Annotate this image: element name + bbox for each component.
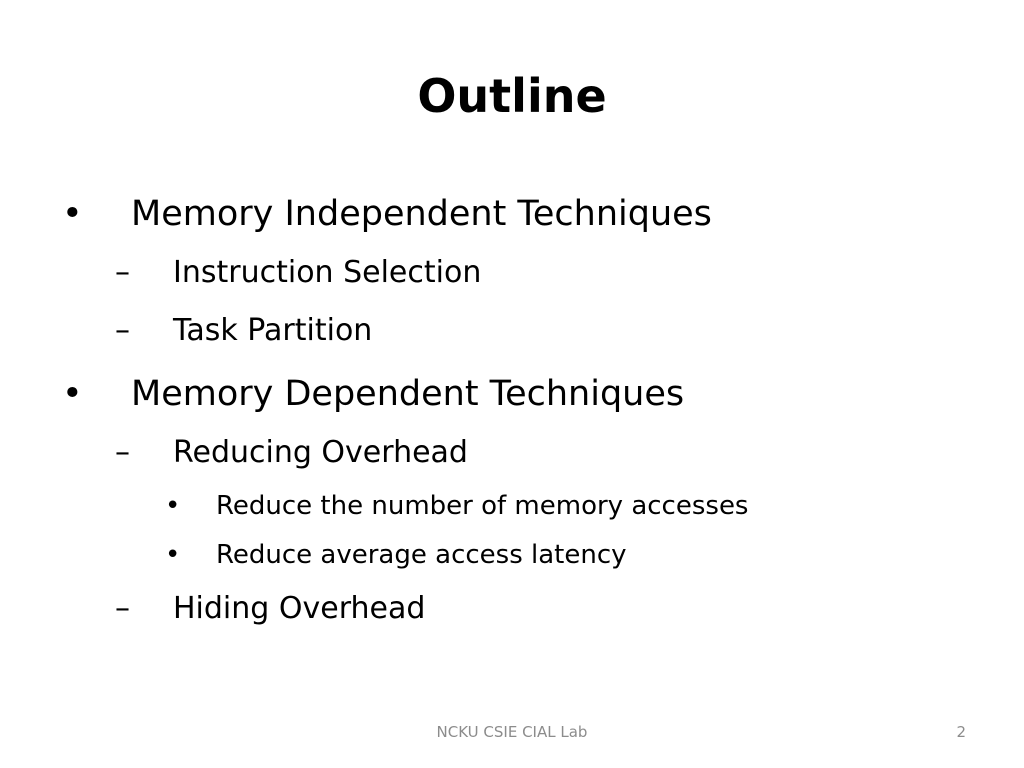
bullet-text-reduce-memory-accesses: Reduce the number of memory accesses <box>216 491 749 521</box>
bullet-text-memory-independent: Memory Independent Techniques <box>131 194 712 234</box>
bullet-marker: • <box>62 194 83 234</box>
bullet-text-memory-dependent: Memory Dependent Techniques <box>131 374 685 414</box>
slide-page-number: 2 <box>956 723 966 741</box>
dash-marker: – <box>115 435 130 470</box>
dash-marker: – <box>115 255 130 290</box>
bullet-marker: • <box>165 540 181 570</box>
bullet-text-reducing-overhead: Reducing Overhead <box>173 435 468 470</box>
bullet-text-hiding-overhead: Hiding Overhead <box>173 591 426 626</box>
slide-title: Outline <box>417 69 607 123</box>
bullet-text-task-partition: Task Partition <box>173 313 373 348</box>
bullet-text-instruction-selection: Instruction Selection <box>173 255 482 290</box>
dash-marker: – <box>115 313 130 348</box>
dash-marker: – <box>115 591 130 626</box>
bullet-marker: • <box>62 374 83 414</box>
bullet-marker: • <box>165 491 181 521</box>
bullet-text-reduce-access-latency: Reduce average access latency <box>216 540 627 570</box>
slide-footer: NCKU CSIE CIAL Lab <box>436 723 588 741</box>
